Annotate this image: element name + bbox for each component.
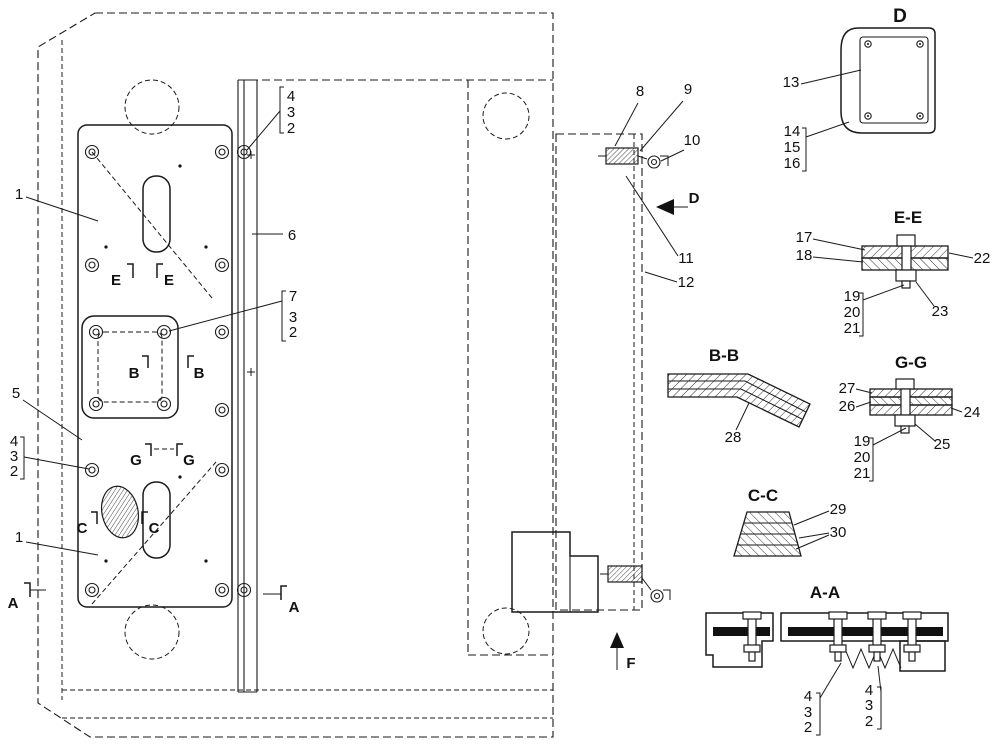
callout-17: 17 <box>796 229 813 246</box>
callout-18: 18 <box>796 247 813 264</box>
callout-3-left: 3 <box>10 448 18 465</box>
callout-11: 11 <box>678 250 694 267</box>
callout-3-aa-right: 3 <box>865 697 873 714</box>
bottom-spring <box>600 565 671 603</box>
view-d: D 13 14 15 16 <box>783 6 936 172</box>
aa-stud-4 <box>902 611 922 662</box>
callout-3-mid: 3 <box>289 309 297 326</box>
callout-6: 6 <box>288 227 296 244</box>
view-f-arrow-label: F <box>626 655 635 672</box>
callout-25: 25 <box>934 436 951 453</box>
callout-12: 12 <box>678 274 695 291</box>
section-marker-c-left: C <box>77 520 88 537</box>
callout-4-topright: 4 <box>287 88 295 105</box>
callout-5: 5 <box>12 385 20 402</box>
view-bb-title: B-B <box>709 346 739 365</box>
callout-29: 29 <box>830 501 847 518</box>
aa-stud-3 <box>867 611 887 662</box>
aa-stud-2 <box>828 611 848 662</box>
callout-2-left: 2 <box>10 463 18 480</box>
view-ee: E-E 17 18 22 23 19 20 21 <box>796 208 991 337</box>
view-cc-title: C-C <box>748 486 778 505</box>
top-spring <box>598 147 669 169</box>
view-gg-title: G-G <box>895 353 927 372</box>
section-marker-g-left: G <box>130 452 142 469</box>
section-marker-a-left: A <box>8 595 19 612</box>
section-marker-g-right: G <box>183 452 195 469</box>
callout-26: 26 <box>839 398 856 415</box>
callout-1-bottom: 1 <box>15 529 23 546</box>
callout-28: 28 <box>725 429 742 446</box>
callout-21-gg: 21 <box>854 465 871 482</box>
hatched-grommet <box>100 485 140 539</box>
callout-30: 30 <box>830 524 847 541</box>
callout-22: 22 <box>974 250 991 267</box>
aa-stud-1 <box>742 611 762 662</box>
callout-19-gg: 19 <box>854 433 871 450</box>
callout-23: 23 <box>932 303 949 320</box>
latch-box <box>511 531 599 613</box>
callout-3-aa-left: 3 <box>804 704 812 721</box>
callout-14: 14 <box>784 123 801 140</box>
view-aa: A-A 4 <box>705 583 949 736</box>
vertical-rail <box>237 79 258 693</box>
callout-2-mid: 2 <box>289 324 297 341</box>
callout-2-aa-right: 2 <box>865 713 873 730</box>
section-marker-e-right: E <box>164 272 174 289</box>
section-marker-a-right: A <box>289 599 300 616</box>
callout-8: 8 <box>636 83 644 100</box>
view-d-arrow: D <box>656 190 700 215</box>
callout-2-aa-left: 2 <box>804 719 812 736</box>
callout-10: 10 <box>684 132 701 149</box>
view-f-arrow: F <box>610 632 636 672</box>
callout-19-ee: 19 <box>844 288 861 305</box>
callout-24: 24 <box>964 404 981 421</box>
callout-4-left: 4 <box>10 433 18 450</box>
machine-body-outline <box>37 12 554 738</box>
callout-2-topright: 2 <box>287 120 295 137</box>
section-markers: E E B B G G C C A A D F <box>8 190 700 672</box>
callout-27: 27 <box>839 380 856 397</box>
view-ee-title: E-E <box>894 208 922 227</box>
mounting-panel <box>77 124 233 608</box>
view-d-arrow-label: D <box>689 190 700 207</box>
section-marker-e-left: E <box>111 272 121 289</box>
section-marker-b-right: B <box>194 365 205 382</box>
callout-3-topright: 3 <box>287 104 295 121</box>
callout-20-gg: 20 <box>854 449 871 466</box>
callout-16: 16 <box>784 155 801 172</box>
view-aa-title: A-A <box>810 583 840 602</box>
view-cc: C-C 29 30 <box>733 486 847 557</box>
main-callouts: 1 4 3 2 6 7 3 2 5 4 3 2 1 8 9 10 11 12 <box>10 81 701 556</box>
callout-4-aa-left: 4 <box>804 688 812 705</box>
panel-bolt-holes <box>84 144 252 598</box>
view-gg: G-G 27 26 24 25 19 20 21 <box>839 353 981 482</box>
callout-9: 9 <box>684 81 692 98</box>
callout-20-ee: 20 <box>844 304 861 321</box>
callout-4-aa-right: 4 <box>865 682 873 699</box>
view-bb: B-B 28 <box>667 346 811 446</box>
callout-1-top: 1 <box>15 186 23 203</box>
callout-15: 15 <box>784 139 801 156</box>
callout-21-ee: 21 <box>844 320 861 337</box>
view-d-title: D <box>893 6 907 27</box>
access-cover-plate <box>81 315 179 419</box>
section-marker-c-right: C <box>149 520 160 537</box>
callout-7: 7 <box>289 288 297 305</box>
callout-13: 13 <box>783 74 800 91</box>
section-marker-b-left: B <box>129 365 140 382</box>
door-edge-assembly <box>511 133 671 613</box>
